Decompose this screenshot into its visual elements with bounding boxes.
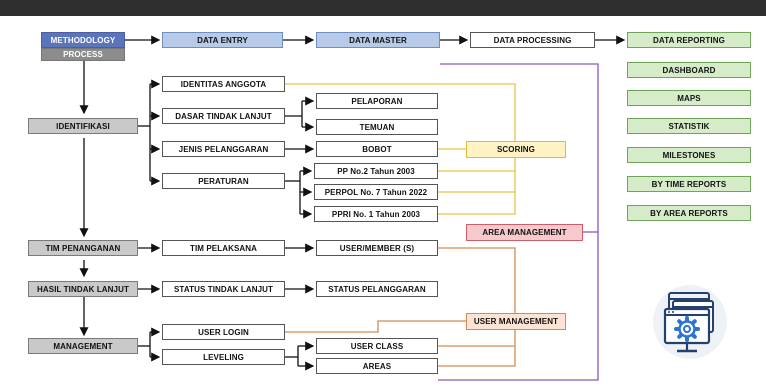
entry-identitas-anggota: IDENTITAS ANGGOTA (162, 76, 285, 92)
entry-peraturan: PERATURAN (162, 173, 285, 189)
data-master-box: DATA MASTER (316, 32, 440, 48)
step-tim-penanganan: TIM PENANGANAN (28, 240, 138, 256)
step-management: MANAGEMENT (28, 338, 138, 354)
reporting-by-time: BY TIME REPORTS (627, 176, 751, 192)
master-perpol-7-2022: PERPOL No. 7 Tahun 2022 (314, 184, 438, 200)
step-identifikasi: IDENTIFIKASI (28, 118, 138, 134)
master-user-member: USER/MEMBER (S) (316, 240, 438, 256)
reporting-milestones: MILESTONES (627, 147, 751, 163)
area-management-lines (438, 63, 599, 381)
identifikasi-branches (138, 79, 315, 219)
gear-monitor-icon (653, 285, 727, 359)
master-ppri-1-2003: PPRI No. 1 Tahun 2003 (314, 206, 438, 222)
master-pp-2-2003: PP No.2 Tahun 2003 (314, 163, 438, 179)
lower-branches (138, 243, 315, 371)
reporting-maps: MAPS (627, 90, 751, 106)
reporting-dashboard: DASHBOARD (627, 62, 751, 78)
processing-user-management: USER MANAGEMENT (466, 313, 566, 330)
master-areas: AREAS (316, 358, 438, 374)
master-status-pelanggaran: STATUS PELANGGARAN (316, 281, 438, 297)
data-entry-box: DATA ENTRY (162, 32, 283, 48)
master-user-class: USER CLASS (316, 338, 438, 354)
entry-tim-pelaksana: TIM PELAKSANA (162, 240, 285, 256)
reporting-statistik: STATISTIK (627, 118, 751, 134)
top-bar (0, 0, 766, 16)
user-management-lines (285, 247, 516, 367)
data-processing-box: DATA PROCESSING (470, 32, 595, 48)
process-box: PROCESS (41, 48, 125, 61)
entry-status-tindak-lanjut: STATUS TINDAK LANJUT (162, 281, 285, 297)
master-bobot: BOBOT (316, 141, 438, 157)
step-hasil-tindak-lanjut: HASIL TINDAK LANJUT (28, 281, 138, 297)
main-flow-arrows (79, 35, 626, 337)
processing-scoring: SCORING (466, 141, 566, 158)
master-pelaporan: PELAPORAN (316, 93, 438, 109)
entry-jenis-pelanggaran: JENIS PELANGGARAN (162, 141, 285, 157)
data-reporting-box: DATA REPORTING (627, 32, 751, 48)
methodology-box: METHODOLOGY (41, 32, 125, 48)
processing-area-management: AREA MANAGEMENT (466, 224, 583, 241)
entry-user-login: USER LOGIN (162, 324, 285, 340)
entry-dasar-tindak-lanjut: DASAR TINDAK LANJUT (162, 108, 285, 124)
reporting-by-area: BY AREA REPORTS (627, 205, 751, 221)
master-temuan: TEMUAN (316, 119, 438, 135)
entry-leveling: LEVELING (162, 349, 285, 365)
